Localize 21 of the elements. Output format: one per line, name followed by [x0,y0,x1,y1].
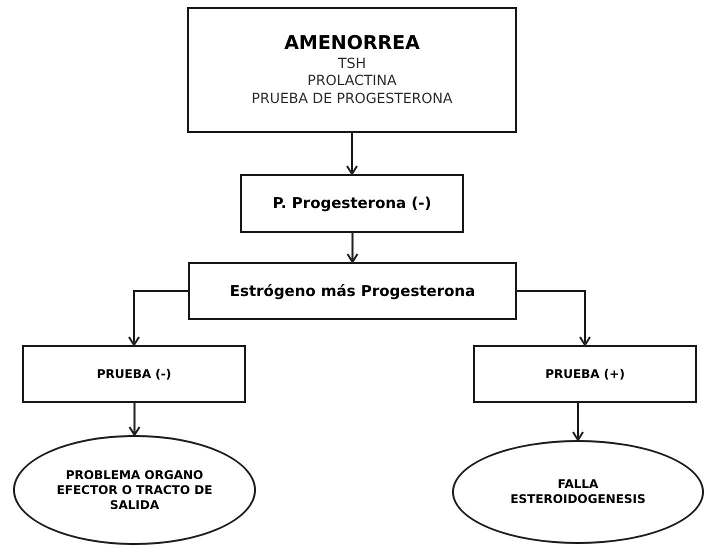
arrow [128,403,140,436]
node-title: PROBLEMA ORGANO EFECTOR O TRACTO DE SALIDA [56,468,214,512]
arrow [572,403,584,441]
process-box [188,262,517,320]
node-text: TSH [338,56,366,74]
node-title: PRUEBA (+) [545,366,625,382]
arrow [128,290,188,346]
arrow [517,290,591,346]
process-box [22,345,246,403]
node-title: P. Progesterona (-) [272,194,432,213]
node-title: PRUEBA (-) [96,366,172,382]
node-title: AMENORREA [284,32,420,56]
arrow [346,133,358,175]
process-box [240,174,464,233]
node-title: FALLA ESTEROIDOGENESIS [509,477,647,507]
arrow [346,233,358,263]
node-title: Estrógeno más Progesterona [230,282,476,300]
process-box [473,345,697,403]
node-text: PROLACTINA [307,73,397,91]
node-text: PRUEBA DE PROGESTERONA [252,90,452,108]
process-box [187,7,517,133]
